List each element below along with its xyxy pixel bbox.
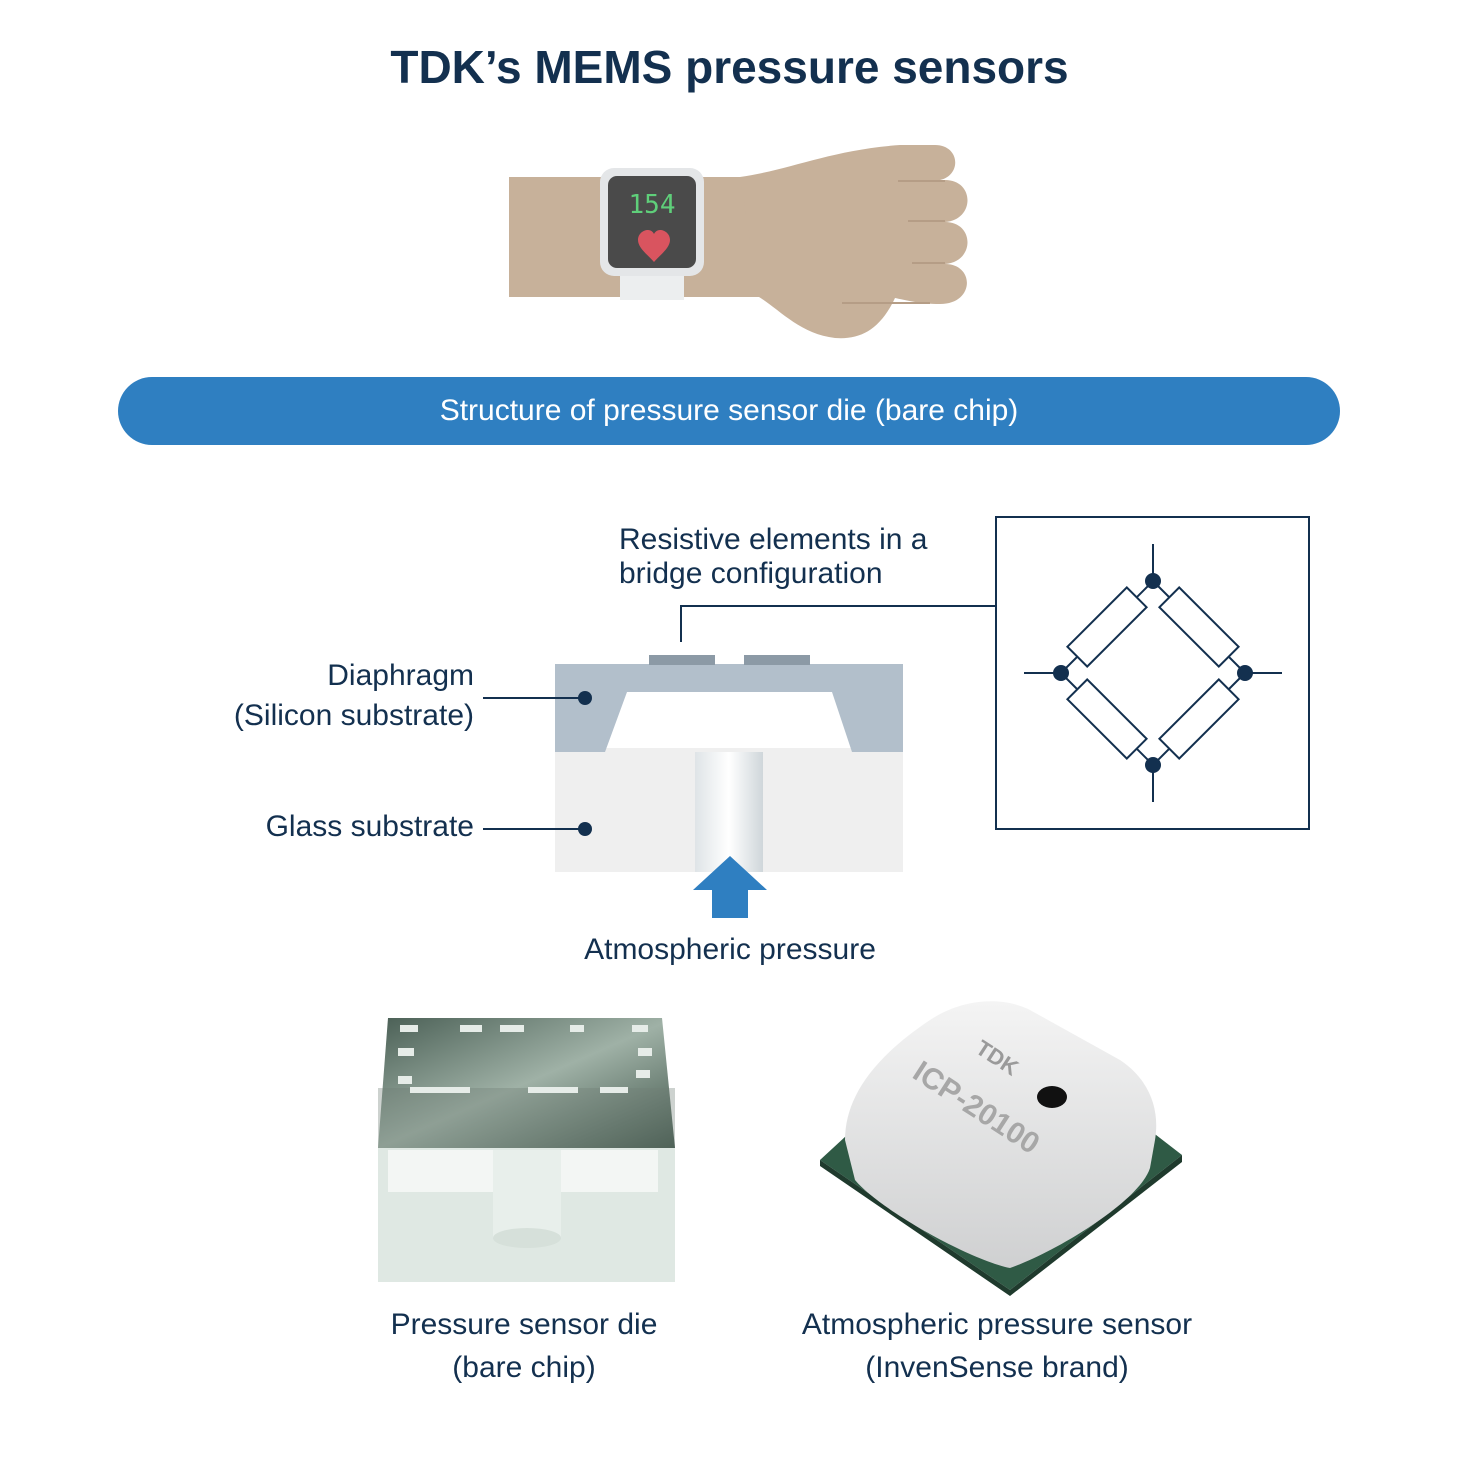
resistor-pad [649, 655, 715, 665]
silicon-diaphragm [555, 664, 903, 752]
sensor-caption-line2: (InvenSense brand) [865, 1351, 1129, 1384]
diaphragm-label-line2: (Silicon substrate) [233, 699, 474, 732]
resistive-label-line2: bridge configuration [619, 557, 883, 590]
smartwatch-icon [600, 168, 704, 300]
resistive-label-line1: Resistive elements in a [619, 523, 928, 556]
diaphragm-label-line1: Diaphragm [327, 659, 474, 692]
arrow-up-icon [693, 856, 767, 918]
die-caption-line1: Pressure sensor die [390, 1308, 658, 1341]
atmospheric-label: Atmospheric pressure [584, 933, 876, 966]
packaged-sensor-image [820, 1001, 1182, 1296]
glass-label: Glass substrate [265, 810, 474, 843]
resistor-pad [744, 655, 810, 665]
section-banner: Structure of pressure sensor die (bare c… [118, 377, 1340, 445]
watch-reading: 154 [628, 190, 676, 220]
sensor-caption-line1: Atmospheric pressure sensor [801, 1308, 1193, 1341]
die-caption-line2: (bare chip) [452, 1351, 596, 1384]
pressure-channel [695, 752, 763, 872]
page-title: TDK’s MEMS pressure sensors [390, 41, 1069, 93]
heart-icon [638, 230, 670, 262]
bare-die-image [378, 1018, 675, 1282]
bridge-circuit [1024, 544, 1282, 802]
